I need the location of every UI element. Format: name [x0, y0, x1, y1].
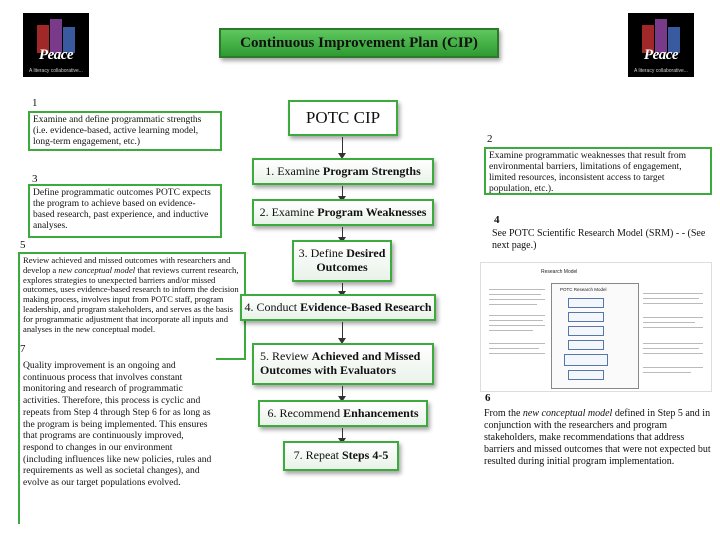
- left-box-1: Examine and define programmatic strength…: [28, 111, 222, 151]
- right-text-6-em: new conceptual model: [522, 408, 613, 419]
- rm-text-line: [489, 315, 545, 316]
- rm-text-line: [489, 325, 545, 326]
- peace-of-the-city-logo-right: Peace A literacy collaborative...: [628, 13, 694, 77]
- research-model-panel: POTC Research Model: [551, 283, 639, 389]
- rm-text-line: [643, 367, 703, 368]
- rm-text-line: [489, 353, 545, 354]
- step-6-bold: Enhancements: [343, 405, 419, 420]
- rm-text-line: [643, 298, 699, 299]
- right-num-4: 4: [494, 214, 500, 226]
- left-box-5-text-em: new conceptual model: [58, 264, 136, 275]
- left-box-3-text: Define programmatic outcomes POTC expect…: [33, 188, 211, 231]
- step-4-prefix: 4. Conduct: [244, 299, 301, 314]
- step-7: 7. Repeat Steps 4-5: [283, 441, 399, 471]
- rm-text-line: [643, 317, 703, 318]
- rm-text-line: [643, 372, 691, 373]
- logo-tagline: A literacy collaborative...: [634, 68, 688, 74]
- right-box-2: Examine programmatic weaknesses that res…: [484, 147, 712, 195]
- rm-node-2: [568, 312, 604, 322]
- step-5-bold: Achieved and Missed: [311, 349, 421, 364]
- step-5-prefix: 5. Review: [260, 349, 312, 364]
- right-box-2-text: Examine programmatic weaknesses that res…: [489, 151, 687, 194]
- peace-of-the-city-logo-left: Peace A literacy collaborative...: [23, 13, 89, 77]
- rm-node-1: [568, 298, 604, 308]
- step-1-bold: Program Strengths: [322, 163, 421, 178]
- right-text-4: See POTC Scientific Research Model (SRM)…: [492, 228, 706, 251]
- rm-node-6: [568, 370, 604, 380]
- left-box-5: Review achieved and missed outcomes with…: [18, 252, 246, 360]
- step-7-prefix: 7. Repeat: [293, 448, 342, 463]
- logo-tagline: A literacy collaborative...: [29, 68, 83, 74]
- rm-text-line: [643, 343, 703, 344]
- left-num-5: 5: [20, 239, 26, 251]
- rm-text-line: [489, 343, 545, 344]
- rm-text-line: [489, 294, 541, 295]
- step-2-bold: Program Weaknesses: [317, 204, 427, 219]
- rm-text-line: [489, 320, 543, 321]
- step-1: 1. Examine Program Strengths: [252, 158, 434, 185]
- rm-node-4: [568, 340, 604, 350]
- step-2-prefix: 2. Examine: [259, 204, 318, 219]
- left-box-3: Define programmatic outcomes POTC expect…: [28, 184, 222, 238]
- rm-text-line: [489, 299, 545, 300]
- rm-node-5: [564, 354, 608, 366]
- research-model-title: Research Model: [541, 269, 578, 275]
- step-3-bold: Desired: [346, 246, 386, 261]
- step-4-bold: Evidence-Based Research: [300, 299, 432, 314]
- rm-text-line: [643, 293, 703, 294]
- right-num-6: 6: [485, 392, 491, 404]
- step-4: 4. Conduct Evidence-Based Research: [240, 294, 436, 321]
- rm-node-3: [568, 326, 604, 336]
- step-3-prefix: 3. Define: [298, 246, 347, 261]
- left-box-5-text-b: that reviews current research, explores …: [23, 264, 239, 334]
- rm-text-line: [489, 348, 539, 349]
- potc-cip-header: POTC CIP: [288, 100, 398, 136]
- left-box-5-text-a: Review achieved and missed outcomes with…: [23, 255, 231, 275]
- rm-text-line: [643, 322, 695, 323]
- left-box-7-text: Quality improvement is an ongoing and co…: [23, 360, 212, 489]
- right-text-6: From the new conceptual model defined in…: [484, 408, 712, 468]
- left-box-7: Quality improvement is an ongoing and co…: [18, 358, 216, 524]
- rm-text-line: [489, 289, 545, 290]
- step-2: 2. Examine Program Weaknesses: [252, 199, 434, 226]
- left-num-7: 7: [20, 343, 26, 355]
- step-6-prefix: 6. Recommend: [267, 405, 344, 420]
- step-1-prefix: 1. Examine: [265, 163, 323, 178]
- left-num-3: 3: [32, 173, 38, 185]
- research-model-image: Research Model POTC Research Model: [480, 262, 712, 392]
- step-5: 5. Review Achieved and Missed Outcomes w…: [252, 343, 434, 385]
- page-title: Continuous Improvement Plan (CIP): [219, 28, 499, 58]
- rm-text-line: [643, 303, 703, 304]
- right-text-6-a: From the: [484, 408, 523, 419]
- left-box-1-text: Examine and define programmatic strength…: [33, 115, 202, 147]
- rm-text-line: [643, 348, 699, 349]
- rm-text-line: [643, 353, 703, 354]
- rm-text-line: [489, 330, 533, 331]
- rm-text-line: [643, 327, 703, 328]
- step-6: 6. Recommend Enhancements: [258, 400, 428, 427]
- rm-text-line: [489, 304, 537, 305]
- step-3-suffix: Outcomes: [316, 260, 368, 274]
- left-num-1: 1: [32, 97, 38, 109]
- step-5-suffix: Outcomes with Evaluators: [260, 363, 396, 377]
- step-7-bold: Steps 4-5: [341, 448, 389, 463]
- research-model-subtitle: POTC Research Model: [560, 287, 607, 292]
- step-3: 3. Define Desired Outcomes: [292, 240, 392, 282]
- logo-word: Peace: [643, 47, 679, 63]
- right-text-6-b: defined in Step 5 and in conjunction wit…: [484, 408, 711, 467]
- right-num-2: 2: [487, 133, 493, 145]
- logo-word: Peace: [38, 47, 74, 63]
